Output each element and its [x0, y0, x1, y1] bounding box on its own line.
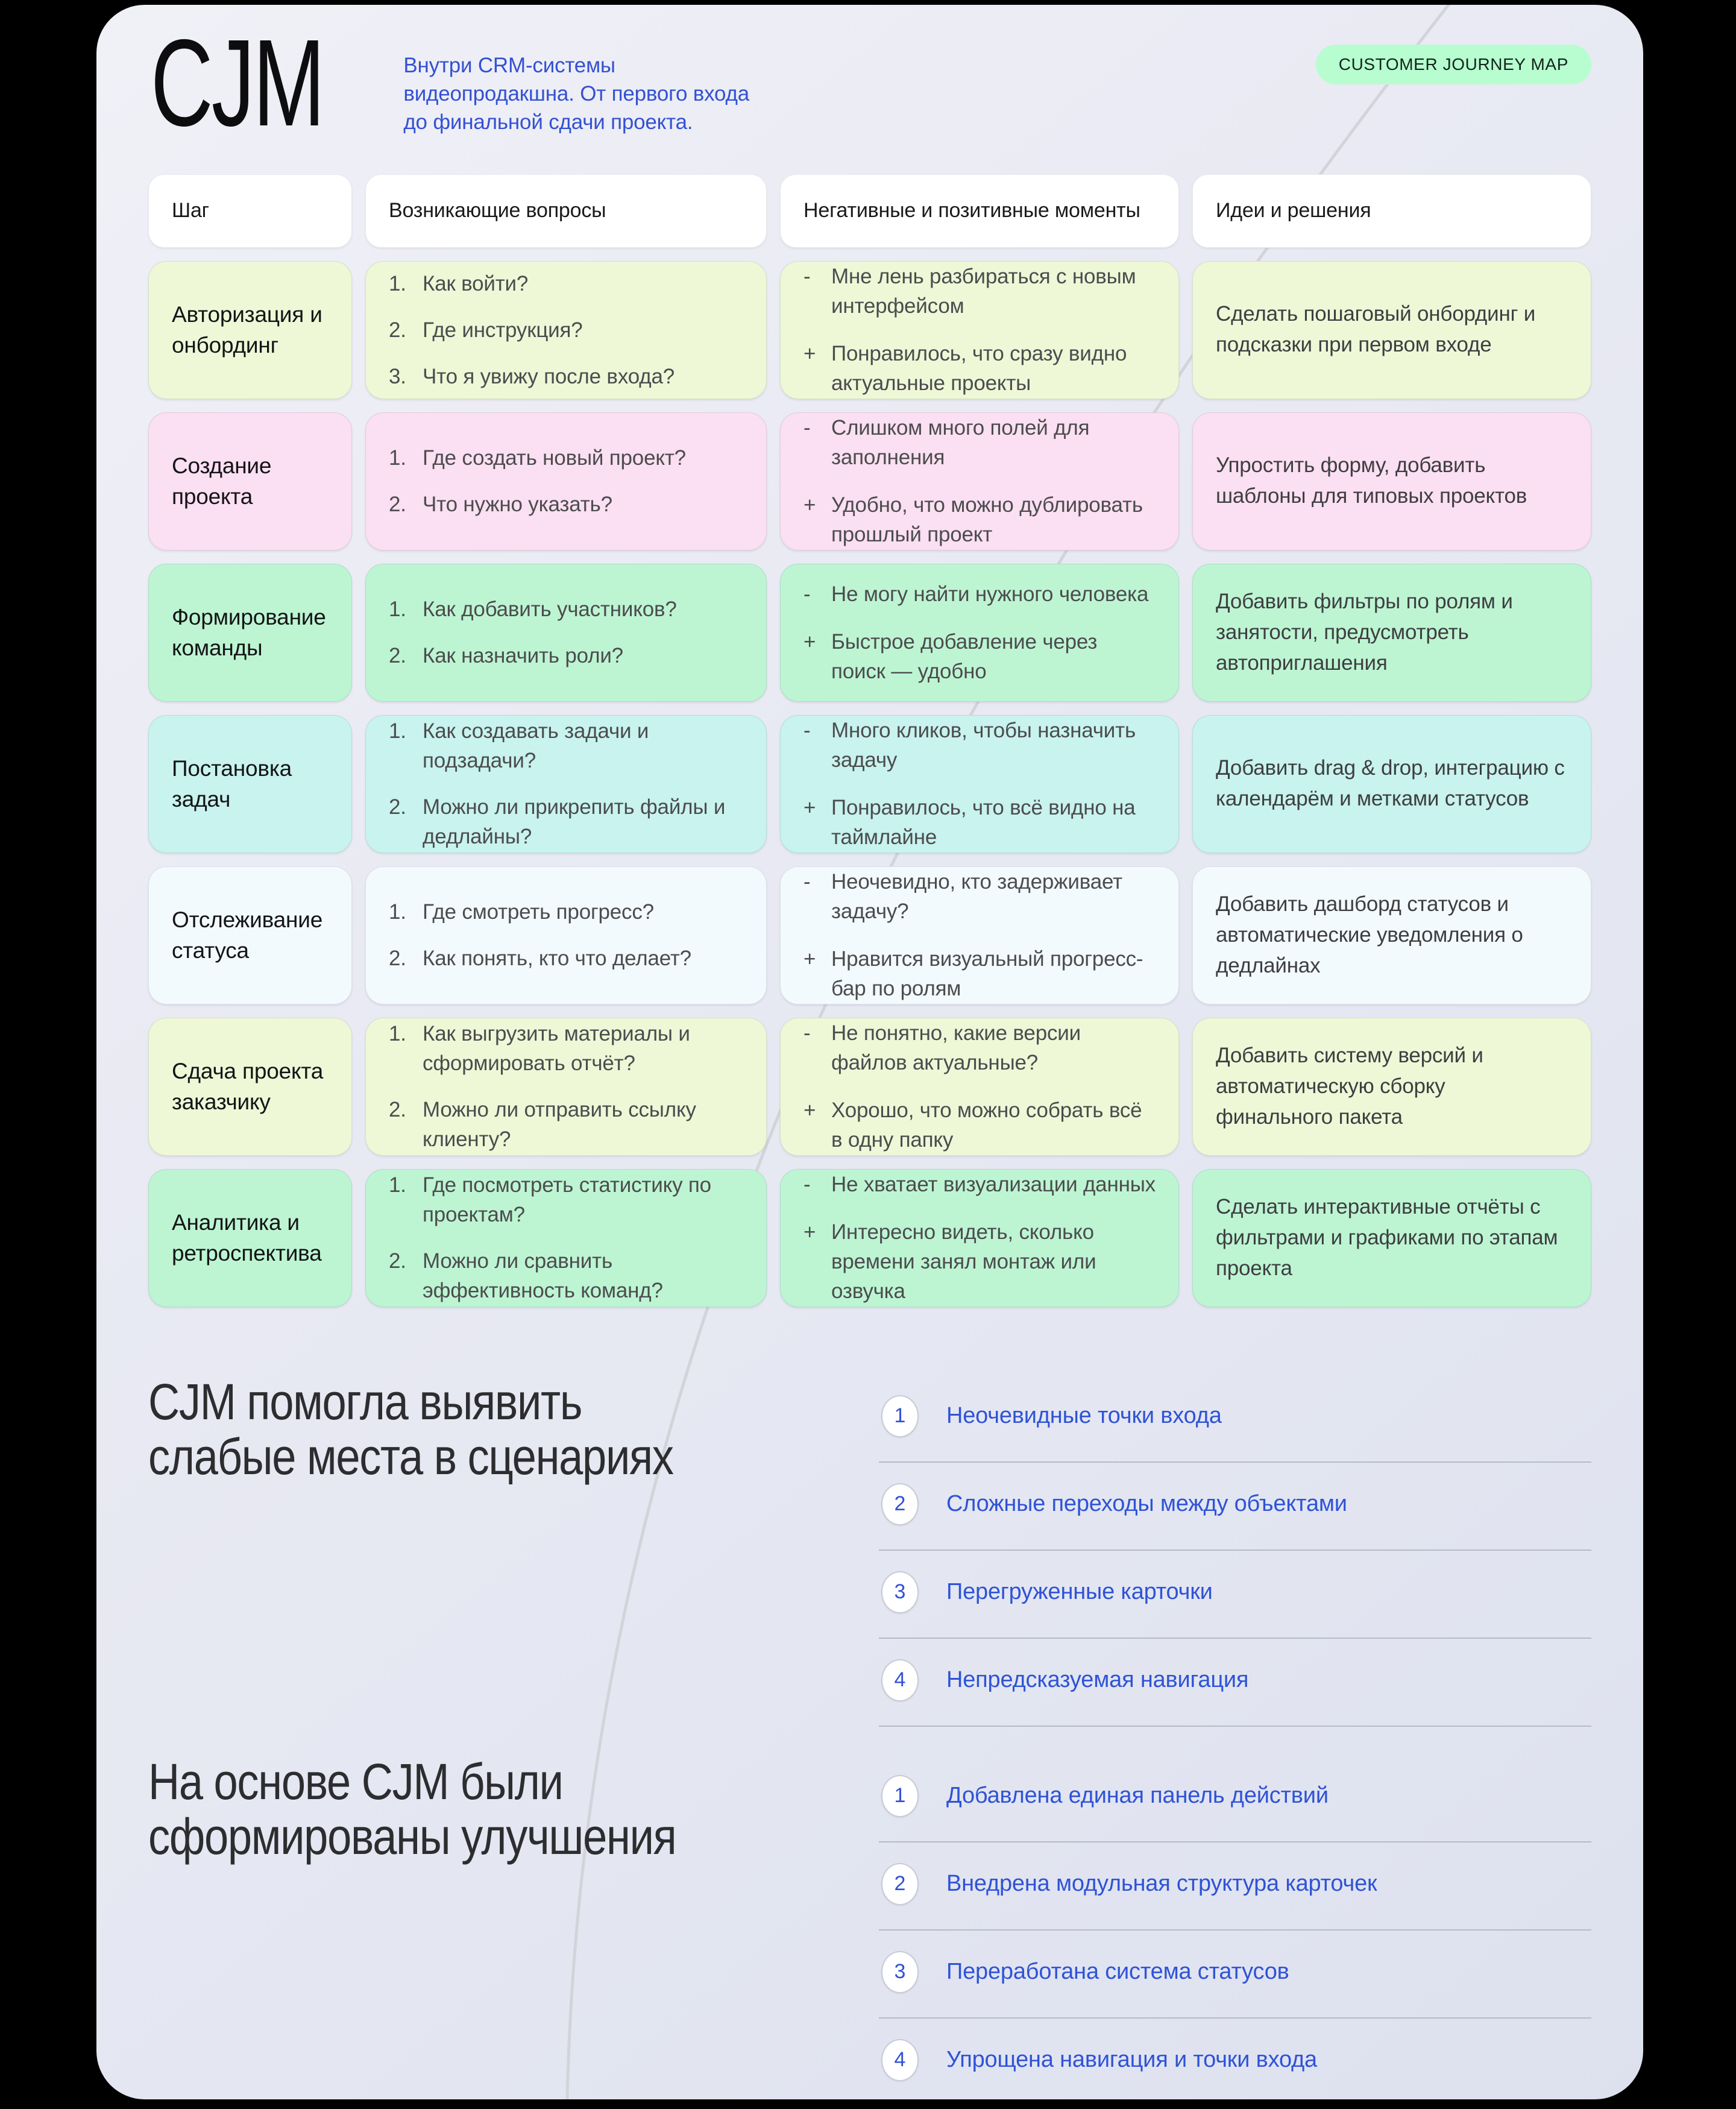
- negative-moment: -Слишком много полей для заполнения: [804, 416, 1090, 470]
- moments-cell: -Не могу найти нужного человека +Быстрое…: [780, 563, 1179, 702]
- item-number-badge: 1: [881, 1774, 919, 1817]
- questions-cell: 1.Где посмотреть статистику по проектам?…: [365, 1168, 767, 1307]
- item-number-badge: 4: [881, 1659, 919, 1701]
- question-item: 2.Где инструкция?: [389, 318, 583, 342]
- moments-cell: -Много кликов, чтобы назначить задачу +П…: [780, 714, 1179, 853]
- moments-cell: -Мне лень разбираться с новым интерфейсо…: [780, 260, 1179, 399]
- customer-journey-map-badge: CUSTOMER JOURNEY MAP: [1315, 45, 1591, 84]
- question-item: 1.Как войти?: [389, 271, 529, 295]
- question-item: 2.Можно ли прикрепить файлы и дедлайны?: [389, 795, 726, 849]
- findings-section: CJM помогла выявить слабые места в сцена…: [96, 1373, 1643, 1727]
- list-item: 2 Внедрена модульная структура карточек: [879, 1843, 1591, 1931]
- moments-cell: -Слишком много полей для заполнения +Удо…: [780, 412, 1179, 550]
- question-item: 2.Что нужно указать?: [389, 493, 612, 517]
- moments-cell: -Не хватает визуализации данных +Интерес…: [780, 1168, 1179, 1307]
- negative-moment: -Мне лень разбираться с новым интерфейсо…: [804, 265, 1136, 318]
- findings-list: 1 Неочевидные точки входа 2 Сложные пере…: [879, 1375, 1591, 1727]
- question-item: 1.Как выгрузить материалы и сформировать…: [389, 1022, 690, 1076]
- improvements-list: 1 Добавлена единая панель действий 2 Вне…: [879, 1754, 1591, 2099]
- list-item: 1 Неочевидные точки входа: [879, 1375, 1591, 1463]
- item-label: Непредсказуемая навигация: [946, 1667, 1249, 1693]
- idea-cell: Добавить систему версий и автоматическую…: [1192, 1017, 1591, 1156]
- question-item: 3.Что я увижу после входа?: [389, 364, 675, 388]
- step-cell: Аналитика и ретроспектива: [148, 1168, 352, 1307]
- cjm-poster: CJM Внутри CRM-системы видеопродакшна. О…: [96, 5, 1643, 2099]
- step-cell: Создание проекта: [148, 412, 352, 550]
- negative-moment: -Неочевидно, кто задерживает задачу?: [804, 870, 1122, 924]
- moments-cell: -Неочевидно, кто задерживает задачу? +Нр…: [780, 866, 1179, 1004]
- step-cell: Отслеживание статуса: [148, 866, 352, 1004]
- column-header-moments: Негативные и позитивные моменты: [780, 174, 1179, 248]
- questions-cell: 1.Как добавить участников? 2.Как назначи…: [365, 563, 767, 702]
- column-header-questions: Возникающие вопросы: [365, 174, 767, 248]
- negative-moment: -Не могу найти нужного человека: [804, 582, 1149, 606]
- positive-moment: +Понравилось, что сразу видно актуальные…: [804, 342, 1127, 396]
- step-cell: Формирование команды: [148, 563, 352, 702]
- questions-cell: 1.Как войти? 2.Где инструкция? 3.Что я у…: [365, 260, 767, 399]
- item-number-badge: 3: [881, 1571, 919, 1613]
- positive-moment: +Нравится визуальный прогресс-бар по рол…: [804, 947, 1143, 1001]
- idea-cell: Добавить дашборд статусов и автоматическ…: [1192, 866, 1591, 1004]
- questions-cell: 1.Где смотреть прогресс? 2.Как понять, к…: [365, 866, 767, 1004]
- negative-moment: -Не понятно, какие версии файлов актуаль…: [804, 1021, 1081, 1075]
- item-label: Переработана система статусов: [946, 1959, 1289, 1985]
- positive-moment: +Хорошо, что можно собрать всё в одну па…: [804, 1099, 1142, 1152]
- item-label: Сложные переходы между объектами: [946, 1491, 1347, 1517]
- idea-cell: Добавить drag & drop, интеграцию с кален…: [1192, 714, 1591, 853]
- item-label: Внедрена модульная структура карточек: [946, 1871, 1377, 1897]
- list-item: 2 Сложные переходы между объектами: [879, 1463, 1591, 1551]
- questions-cell: 1.Где создать новый проект? 2.Что нужно …: [365, 412, 767, 550]
- question-item: 1.Где посмотреть статистику по проектам?: [389, 1173, 711, 1227]
- question-item: 2.Можно ли отправить ссылку клиенту?: [389, 1098, 696, 1152]
- subtitle: Внутри CRM-системы видеопродакшна. От пе…: [403, 54, 750, 134]
- questions-cell: 1.Как выгрузить материалы и сформировать…: [365, 1017, 767, 1156]
- item-label: Перегруженные карточки: [946, 1579, 1213, 1605]
- question-item: 2.Можно ли сравнить эффективность команд…: [389, 1249, 663, 1303]
- positive-moment: +Удобно, что можно дублировать прошлый п…: [804, 493, 1143, 547]
- question-item: 1.Как создавать задачи и подзадачи?: [389, 719, 649, 773]
- item-number-badge: 2: [881, 1862, 919, 1905]
- journey-table: Шаг Возникающие вопросы Негативные и поз…: [96, 174, 1643, 1307]
- improvements-section: На основе CJM были сформированы улучшени…: [96, 1754, 1643, 2099]
- positive-moment: +Интересно видеть, сколько времени занял…: [804, 1220, 1096, 1304]
- question-item: 2.Как назначить роли?: [389, 644, 623, 668]
- list-item: 4 Упрощена навигация и точки входа: [879, 2019, 1591, 2099]
- item-label: Неочевидные точки входа: [946, 1403, 1222, 1429]
- item-label: Упрощена навигация и точки входа: [946, 2047, 1317, 2073]
- list-item: 3 Перегруженные карточки: [879, 1551, 1591, 1639]
- column-header-ideas: Идеи и решения: [1192, 174, 1591, 248]
- list-item: 3 Переработана система статусов: [879, 1931, 1591, 2019]
- item-number-badge: 3: [881, 1950, 919, 1993]
- positive-moment: +Быстрое добавление через поиск — удобно: [804, 629, 1098, 683]
- column-header-step: Шаг: [148, 174, 352, 248]
- idea-cell: Сделать пошаговый онбординг и подсказки …: [1192, 260, 1591, 399]
- item-number-badge: 1: [881, 1395, 919, 1437]
- step-cell: Постановка задач: [148, 714, 352, 853]
- question-item: 1.Где смотреть прогресс?: [389, 900, 654, 924]
- findings-heading: CJM помогла выявить слабые места в сцена…: [148, 1373, 674, 1486]
- list-item: 1 Добавлена единая панель действий: [879, 1754, 1591, 1843]
- idea-cell: Добавить фильтры по ролям и занятости, п…: [1192, 563, 1591, 702]
- item-number-badge: 2: [881, 1483, 919, 1525]
- negative-moment: -Не хватает визуализации данных: [804, 1173, 1156, 1197]
- improvements-heading: На основе CJM были сформированы улучшени…: [148, 1753, 677, 1865]
- step-cell: Сдача проекта заказчику: [148, 1017, 352, 1156]
- questions-cell: 1.Как создавать задачи и подзадачи? 2.Мо…: [365, 714, 767, 853]
- item-number-badge: 4: [881, 2038, 919, 2081]
- item-label: Добавлена единая панель действий: [946, 1783, 1329, 1809]
- negative-moment: -Много кликов, чтобы назначить задачу: [804, 719, 1136, 772]
- idea-cell: Упростить форму, добавить шаблоны для ти…: [1192, 412, 1591, 550]
- question-item: 1.Как добавить участников?: [389, 597, 677, 622]
- question-item: 1.Где создать новый проект?: [389, 446, 686, 470]
- idea-cell: Сделать интерактивные отчёты с фильтрами…: [1192, 1168, 1591, 1307]
- positive-moment: +Понравилось, что всё видно на таймлайне: [804, 796, 1136, 850]
- question-item: 2.Как понять, кто что делает?: [389, 947, 691, 971]
- list-item: 4 Непредсказуемая навигация: [879, 1639, 1591, 1727]
- step-cell: Авторизация и онбординг: [148, 260, 352, 399]
- moments-cell: -Не понятно, какие версии файлов актуаль…: [780, 1017, 1179, 1156]
- header: CJM Внутри CRM-системы видеопродакшна. О…: [96, 5, 1643, 152]
- logo: CJM: [151, 14, 325, 152]
